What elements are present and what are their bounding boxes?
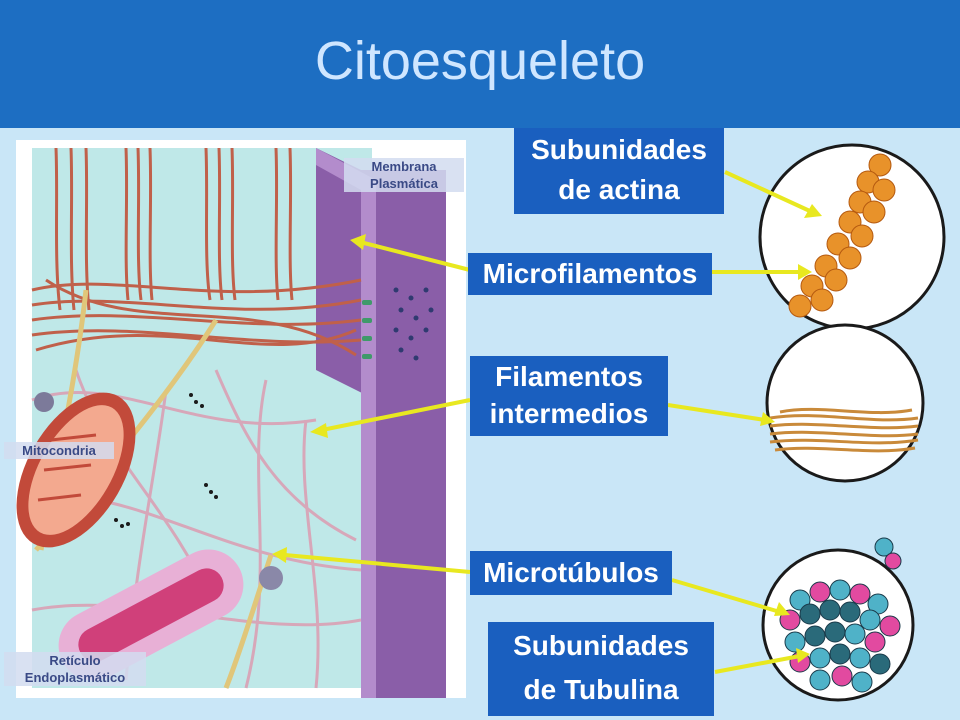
- mitochondrion: [16, 392, 136, 548]
- label-subunidades-actina-line1: Subunidades: [531, 134, 707, 165]
- membrane-pores: [393, 287, 434, 361]
- vesicle: [34, 392, 54, 412]
- tubulin-subunits: [779, 537, 902, 693]
- label-subunidades-actina-line2: de actina: [558, 174, 680, 205]
- label-subunidades-tubulina-line2: de Tubulina: [523, 674, 679, 705]
- slide-title: Citoesqueleto: [314, 31, 646, 91]
- filament-strands: [769, 407, 919, 453]
- membrane-label: Membrana Plasmática: [344, 158, 464, 192]
- membrane-label-line1: Membrana: [371, 159, 437, 174]
- endoplasmic-reticulum: [58, 549, 244, 681]
- label-microtubulos: Microtúbulos: [470, 551, 672, 595]
- tubulin-magnified: [761, 537, 915, 702]
- label-subunidades-actina: Subunidades de actina: [514, 128, 724, 214]
- label-filamentos-line2: intermedios: [489, 398, 649, 429]
- label-subunidades-tubulina: Subunidades de Tubulina: [488, 622, 714, 716]
- mitochondria-label: Mitocondria: [4, 442, 114, 459]
- label-filamentos-intermedios: Filamentos intermedios: [470, 356, 668, 436]
- microfilament-bundles: [31, 147, 362, 357]
- ribosomes: [114, 393, 218, 528]
- membrane-label-line2: Plasmática: [370, 176, 438, 191]
- arrow-tubulin: [714, 654, 801, 674]
- actin-magnified: [758, 143, 946, 331]
- label-microfilamentos: Microfilamentos: [468, 253, 712, 295]
- arrow-microtubule-circle: [671, 578, 781, 614]
- er-label-line2: Endoplasmático: [24, 670, 126, 685]
- actin-subunits: [788, 153, 896, 318]
- intermediate-filament-magnified: [765, 323, 925, 483]
- er-label: Retículo Endoplasmático: [4, 652, 146, 686]
- vesicle: [259, 566, 283, 590]
- label-filamentos-line1: Filamentos: [495, 361, 643, 392]
- cell-illustration: [16, 147, 446, 698]
- arrow-filament-circle: [667, 403, 766, 422]
- arrow-actin: [724, 170, 813, 214]
- cell-illustration-panel: [16, 140, 466, 698]
- membrane-proteins: [362, 300, 372, 359]
- label-subunidades-tubulina-line1: Subunidades: [513, 630, 689, 661]
- title-bar: [0, 0, 960, 128]
- er-label-line1: Retículo: [49, 653, 101, 668]
